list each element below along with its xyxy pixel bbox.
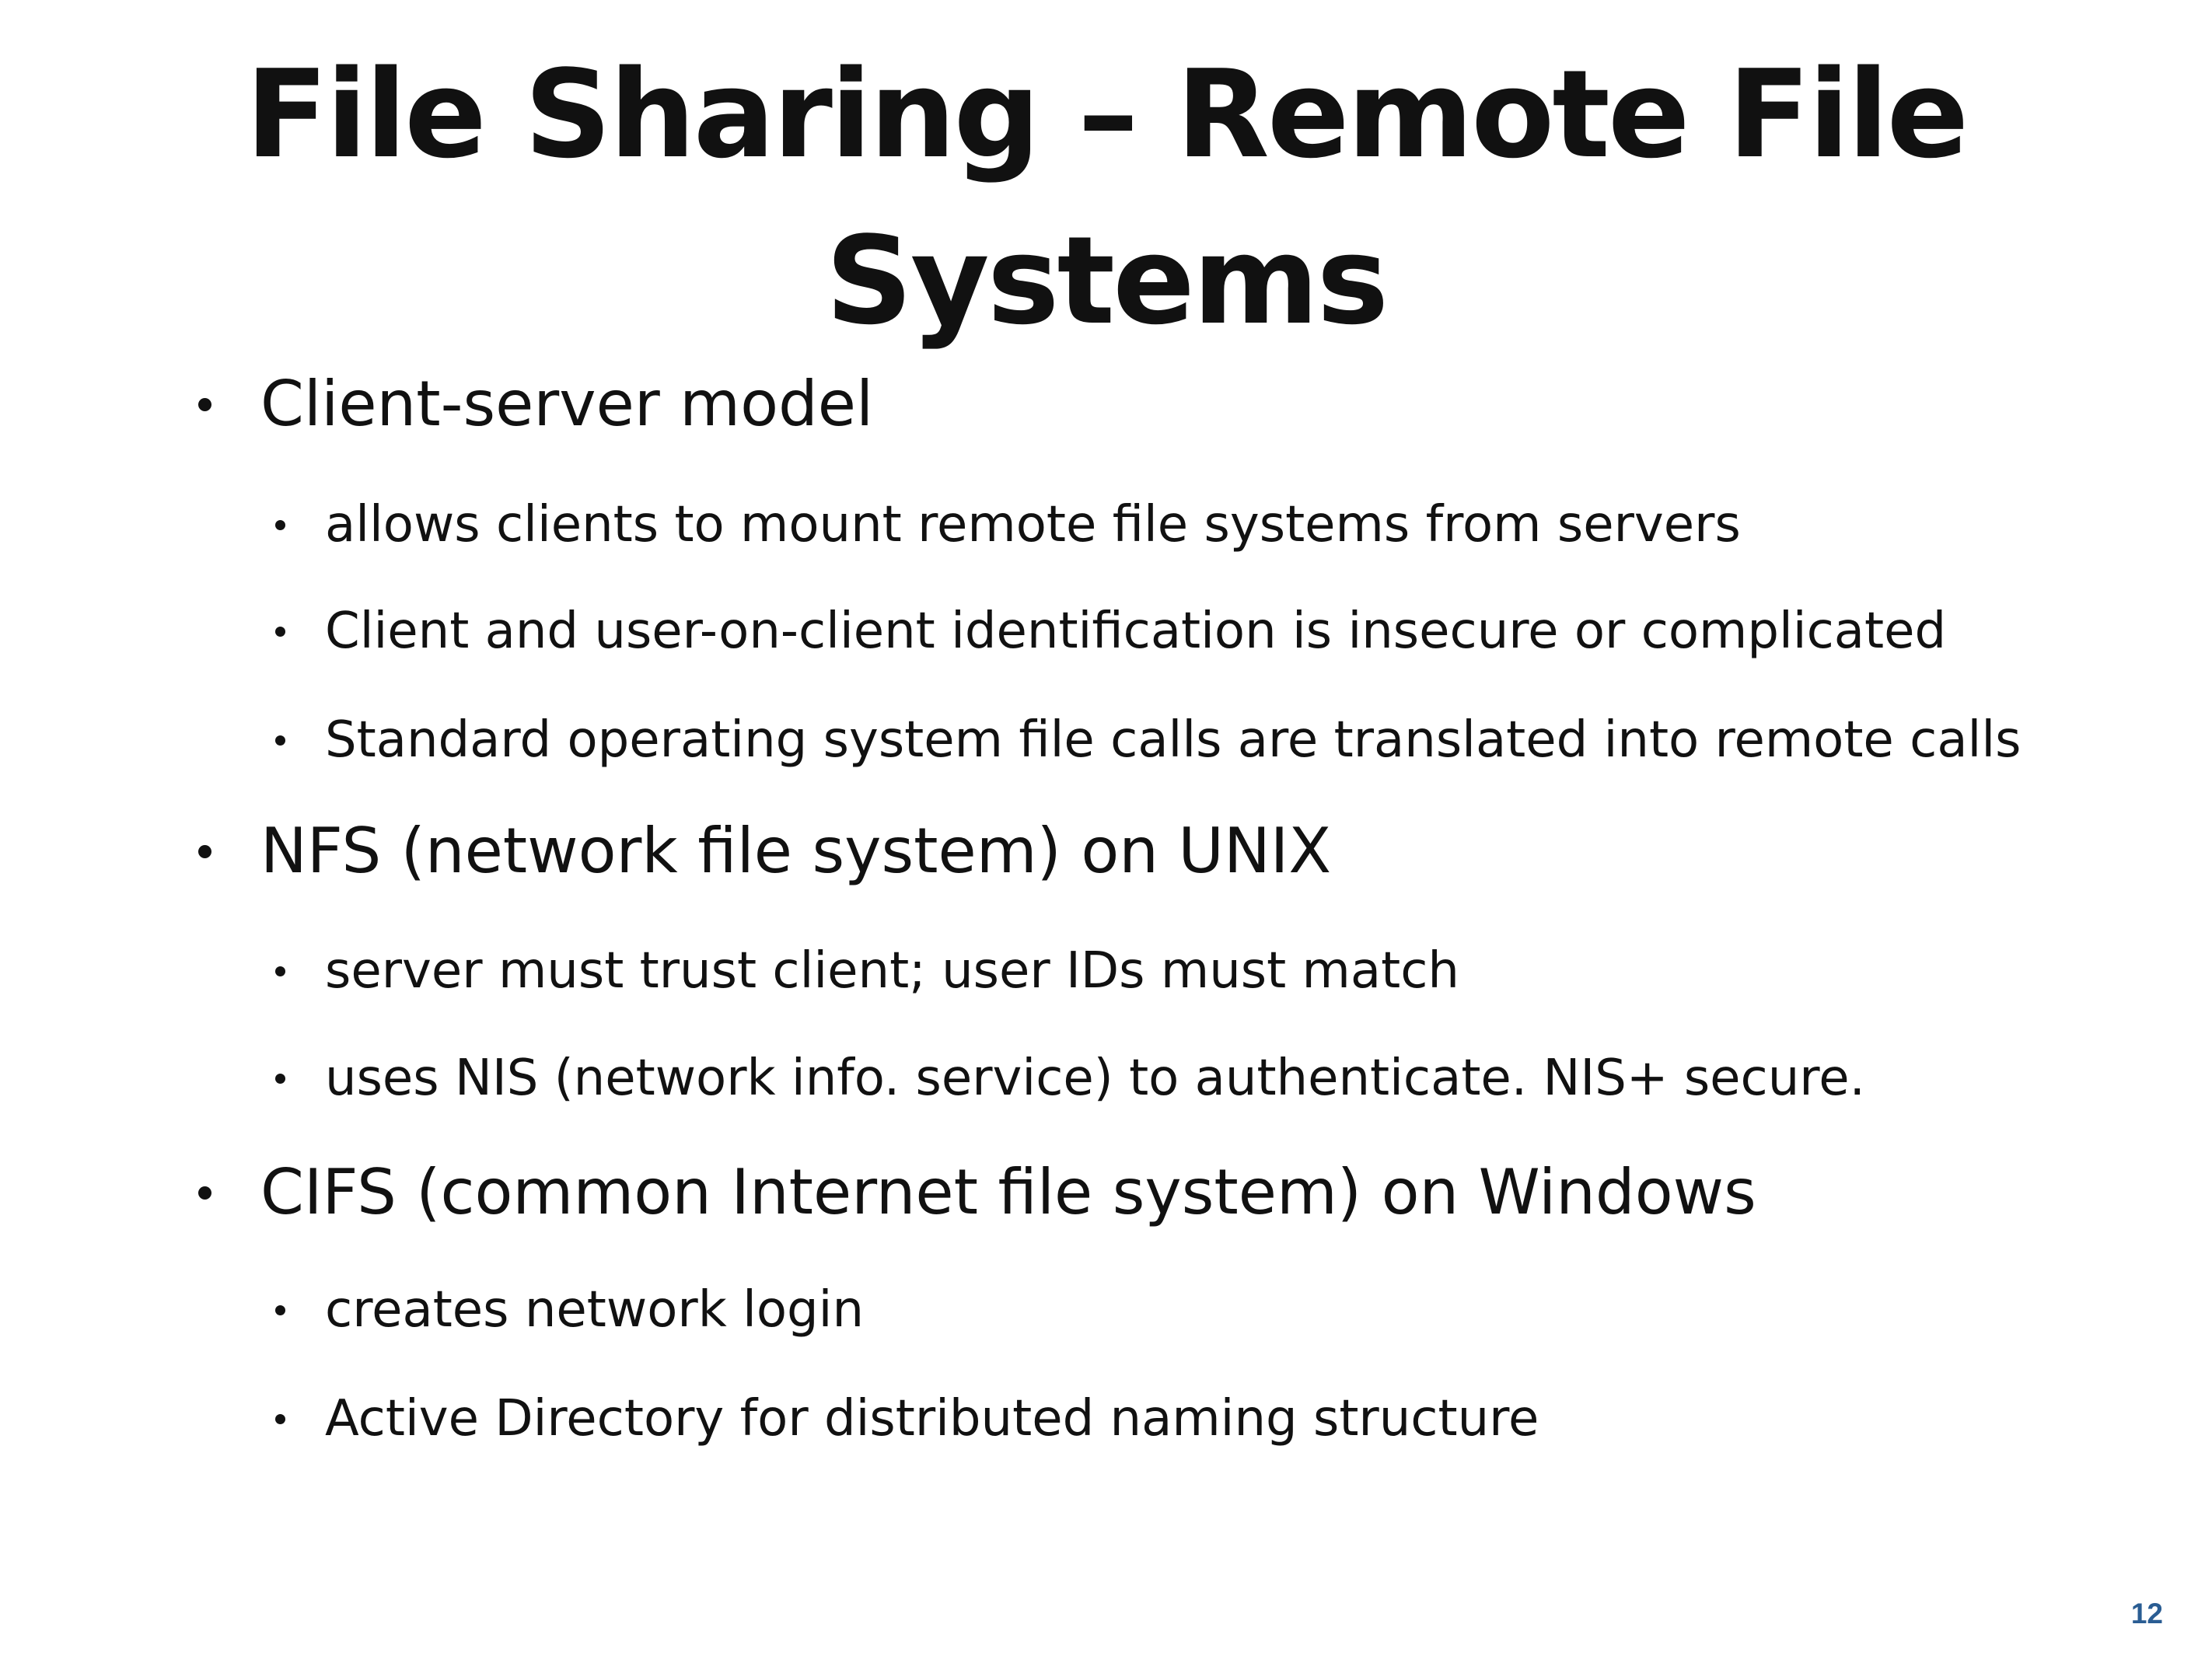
bullet-dot bbox=[275, 735, 285, 746]
bullet-text: NFS (network file system) on UNIX bbox=[260, 815, 1332, 887]
bullet-dot bbox=[198, 398, 211, 411]
sub-bullet-text: allows clients to mount remote file syst… bbox=[325, 496, 1741, 554]
slide-title-line-2: Systems bbox=[825, 210, 1389, 351]
slide-title-line-1: File Sharing – Remote File bbox=[245, 44, 1969, 185]
sub-bullet-remote-calls: Standard operating system file calls are… bbox=[275, 707, 2022, 773]
bullet-dot bbox=[275, 966, 285, 976]
sub-bullet-nis: uses NIS (network info. service) to auth… bbox=[275, 1046, 1865, 1111]
sub-bullet-mount-remote: allows clients to mount remote file syst… bbox=[275, 492, 1741, 557]
sub-bullet-network-login: creates network login bbox=[275, 1277, 864, 1343]
bullet-client-server-model: Client-server model bbox=[198, 365, 874, 443]
page-number: 12 bbox=[2130, 1598, 2163, 1629]
sub-bullet-active-directory: Active Directory for distributed naming … bbox=[275, 1386, 1539, 1451]
bullet-dot bbox=[198, 1186, 211, 1200]
sub-bullet-client-identification: Client and user-on-client identification… bbox=[275, 599, 1947, 664]
bullet-cifs: CIFS (common Internet file system) on Wi… bbox=[198, 1154, 1756, 1231]
slide-title: File Sharing – Remote File Systems bbox=[156, 31, 2056, 364]
bullet-text: Client-server model bbox=[260, 368, 874, 440]
bullet-dot bbox=[275, 1305, 285, 1315]
bullet-nfs: NFS (network file system) on UNIX bbox=[198, 812, 1332, 890]
sub-bullet-trust-client: server must trust client; user IDs must … bbox=[275, 938, 1459, 1004]
sub-bullet-text: server must trust client; user IDs must … bbox=[325, 942, 1459, 1000]
bullet-dot bbox=[275, 1414, 285, 1424]
bullet-dot bbox=[275, 1074, 285, 1084]
sub-bullet-text: Client and user-on-client identification… bbox=[325, 602, 1947, 660]
bullet-text: CIFS (common Internet file system) on Wi… bbox=[260, 1156, 1756, 1228]
bullet-dot bbox=[198, 845, 211, 858]
bullet-dot bbox=[275, 627, 285, 637]
sub-bullet-text: uses NIS (network info. service) to auth… bbox=[325, 1050, 1865, 1107]
sub-bullet-text: Standard operating system file calls are… bbox=[325, 711, 2022, 769]
sub-bullet-text: Active Directory for distributed naming … bbox=[325, 1390, 1539, 1448]
sub-bullet-text: creates network login bbox=[325, 1281, 864, 1339]
bullet-dot bbox=[275, 520, 285, 530]
